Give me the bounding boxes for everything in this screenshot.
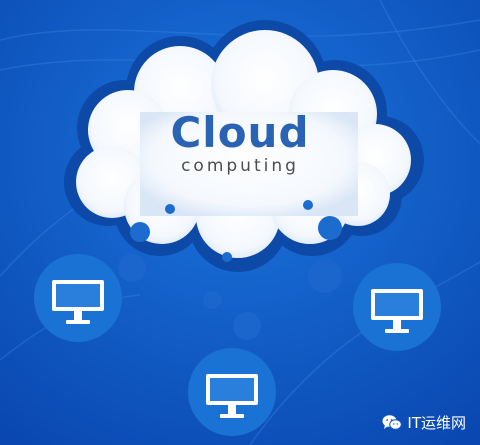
watermark: IT运维网 <box>382 412 466 433</box>
monitor-icon <box>52 280 104 324</box>
wechat-icon <box>382 415 403 430</box>
watermark-text: IT运维网 <box>407 414 466 432</box>
connector-bubbles <box>118 254 342 340</box>
cloud-title: Cloud <box>170 108 310 157</box>
device-right <box>353 263 441 351</box>
cloud-subtitle: computing <box>181 156 299 176</box>
monitor-icon <box>206 374 258 418</box>
device-left <box>34 254 122 342</box>
device-bottom <box>188 348 276 436</box>
monitor-icon <box>371 289 423 333</box>
cloud-shape <box>76 30 411 258</box>
cloud-dots <box>130 200 342 262</box>
